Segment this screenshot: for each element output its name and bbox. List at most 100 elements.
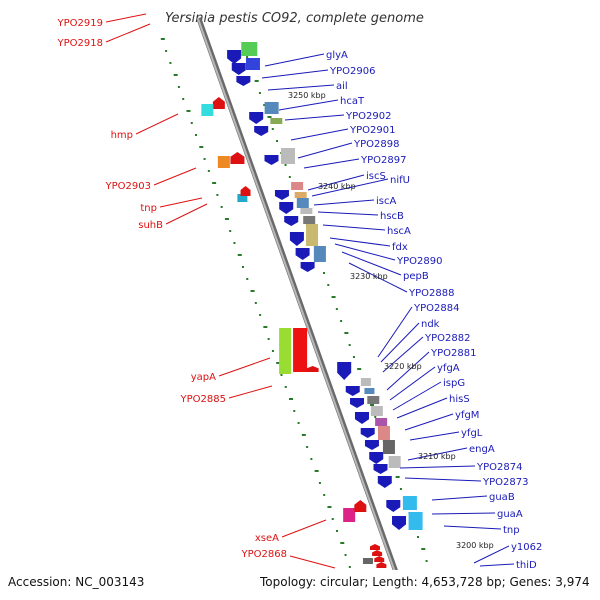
right-connector-line — [297, 142, 353, 159]
right-connector-line — [431, 495, 488, 501]
tick-dot — [395, 476, 400, 478]
gene-label-ispG[interactable]: ispG — [443, 378, 465, 389]
tick-dot — [186, 110, 191, 112]
gene-label-hscA[interactable]: hscA — [387, 226, 411, 237]
gene-label-iscS[interactable]: iscS — [366, 171, 386, 182]
gene-label-yfgM[interactable]: yfgM — [455, 410, 479, 421]
gene-label-ndk[interactable]: ndk — [421, 319, 440, 330]
tick-dot — [331, 296, 336, 298]
tick-dot — [229, 230, 232, 232]
gene-label-yapA[interactable]: yapA — [191, 372, 216, 383]
gene-label-fdx[interactable]: fdx — [392, 242, 408, 253]
tick-dot — [199, 146, 204, 148]
gene-label-glyA[interactable]: glyA — [326, 50, 348, 61]
tick-dot — [165, 50, 168, 52]
gene-label-engA[interactable]: engA — [469, 444, 495, 455]
tick-dot — [216, 194, 219, 196]
gene-label-YPO2901[interactable]: YPO2901 — [349, 125, 395, 136]
gene-label-hcaT[interactable]: hcaT — [340, 96, 365, 107]
label-connectors — [105, 13, 515, 569]
tick-dot — [173, 74, 178, 76]
right-connector-line — [404, 413, 454, 431]
forward-gene-arrow — [254, 126, 269, 136]
gene-label-YPO2873[interactable]: YPO2873 — [482, 477, 528, 488]
tick-dot — [203, 158, 206, 160]
tick-dot — [258, 92, 261, 94]
gene-label-yfgA[interactable]: yfgA — [437, 363, 460, 374]
gene-label-yfgL[interactable]: yfgL — [461, 428, 483, 439]
left-connector-line — [153, 167, 197, 186]
gene-block — [375, 418, 388, 426]
gene-label-y1062[interactable]: y1062 — [511, 542, 542, 553]
left-connector-line — [218, 357, 271, 377]
gene-label-YPO2868[interactable]: YPO2868 — [241, 549, 287, 560]
right-connector-line — [307, 174, 365, 191]
gene-label-YPO2918[interactable]: YPO2918 — [57, 38, 103, 49]
gene-label-hisS[interactable]: hisS — [449, 394, 470, 405]
kbp-marker: 3230 kbp — [350, 272, 388, 281]
tick-dot — [246, 56, 249, 58]
gene-label-suhB[interactable]: suhB — [138, 220, 163, 231]
gene-block-green — [241, 42, 258, 56]
tick-dot — [160, 38, 165, 40]
gene-block-cyan — [402, 496, 417, 510]
gene-label-YPO2890[interactable]: YPO2890 — [396, 256, 442, 267]
gene-label-YPO2897[interactable]: YPO2897 — [360, 155, 406, 166]
tick-dot — [263, 104, 266, 106]
gene-label-iscA[interactable]: iscA — [376, 196, 396, 207]
gene-label-tnp-2[interactable]: tnp — [503, 525, 520, 536]
reverse-gene-arrow — [240, 186, 251, 196]
reverse-gene-arrow — [306, 366, 319, 372]
gene-label-YPO2874[interactable]: YPO2874 — [476, 462, 522, 473]
gene-label-pepB[interactable]: pepB — [403, 271, 429, 282]
backbone-line — [196, 17, 406, 600]
forward-gene-arrow — [392, 516, 407, 530]
gene-block — [377, 426, 390, 440]
gene-label-YPO2882[interactable]: YPO2882 — [424, 333, 470, 344]
gene-label-YPO2903[interactable]: YPO2903 — [105, 181, 151, 192]
right-connector-line — [348, 262, 408, 293]
forward-gene-arrow — [345, 386, 360, 396]
forward-gene-arrow — [236, 76, 251, 86]
gene-label-YPO2906[interactable]: YPO2906 — [329, 66, 375, 77]
gene-label-YPO2888[interactable]: YPO2888 — [408, 288, 454, 299]
gene-label-YPO2902[interactable]: YPO2902 — [345, 111, 391, 122]
gene-label-guaB[interactable]: guaB — [489, 492, 515, 503]
gene-label-ail[interactable]: ail — [336, 81, 348, 92]
right-connector-line — [329, 237, 391, 247]
right-gene-labels: glyA YPO2906 ail hcaT YPO2902 YPO2901 YP… — [326, 50, 542, 571]
right-connector-line — [278, 99, 339, 111]
gene-features — [201, 42, 447, 598]
gene-label-hscB[interactable]: hscB — [380, 211, 404, 222]
reverse-gene-arrow — [212, 97, 225, 109]
tick-dot — [289, 398, 294, 400]
reverse-gene-arrow — [369, 544, 380, 550]
gene-block-cyan — [237, 194, 248, 202]
gene-label-nifU[interactable]: nifU — [390, 175, 410, 186]
gene-label-YPO2884[interactable]: YPO2884 — [413, 303, 459, 314]
right-connector-line — [264, 53, 325, 67]
tick-dot — [425, 560, 428, 562]
gene-label-YPO2898[interactable]: YPO2898 — [353, 139, 399, 150]
right-connector-line — [380, 322, 420, 363]
gene-label-guaA[interactable]: guaA — [497, 509, 523, 520]
gene-label-tnp[interactable]: tnp — [140, 203, 157, 214]
kbp-marker: 3210 kbp — [418, 452, 456, 461]
gene-label-YPO2919[interactable]: YPO2919 — [57, 18, 103, 29]
forward-gene-arrow — [279, 202, 294, 214]
forward-gene-arrow — [227, 50, 242, 64]
gene-label-hmp[interactable]: hmp — [111, 130, 133, 141]
tick-dot — [177, 86, 180, 88]
left-connector-line — [135, 113, 179, 135]
forward-gene-arrow — [274, 190, 289, 200]
gene-block-red — [293, 328, 308, 372]
right-connector-line — [290, 128, 349, 141]
forward-gene-arrow — [373, 464, 388, 474]
gene-label-YPO2885[interactable]: YPO2885 — [180, 394, 226, 405]
tick-dot — [323, 494, 326, 496]
gene-label-xseA[interactable]: xseA — [255, 533, 279, 544]
tick-dot — [327, 284, 330, 286]
gene-label-thiD[interactable]: thiD — [516, 560, 537, 571]
gene-label-YPO2881[interactable]: YPO2881 — [430, 348, 476, 359]
